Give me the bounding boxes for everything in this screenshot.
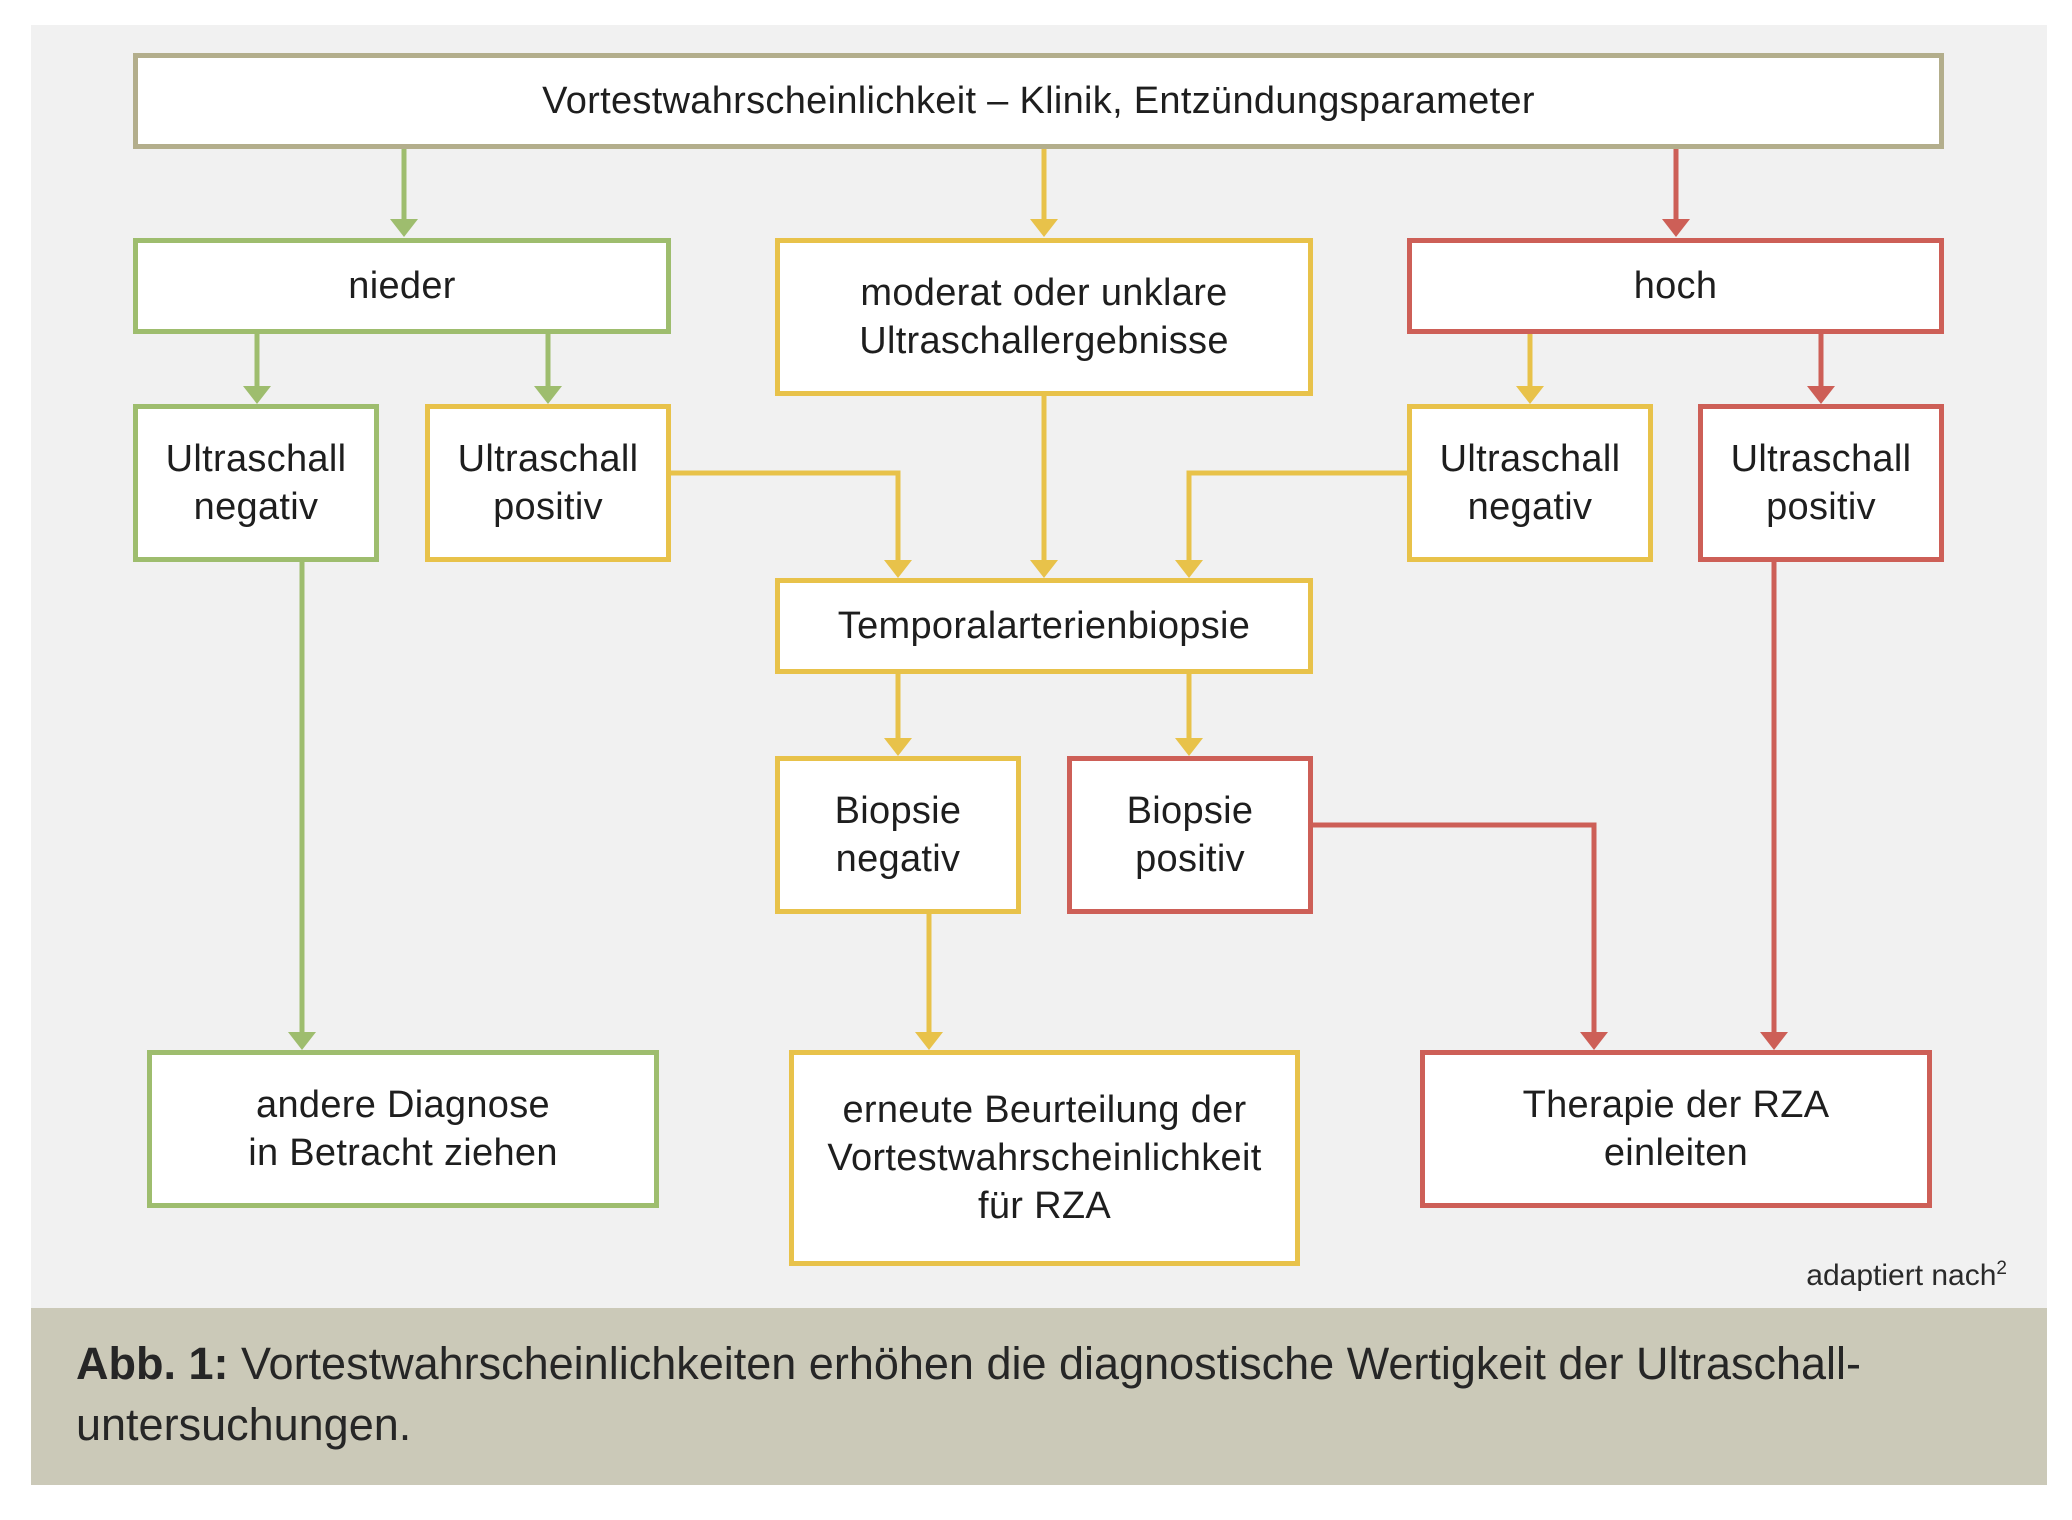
moderate-label-line1: moderat oder unklare [860, 272, 1228, 314]
arrow-usneg-to-biopsy-line [1186, 470, 1407, 566]
reassess-line2: Vortestwahrscheinlichkeit [827, 1137, 1262, 1179]
low-ultrasound-negative-box: Ultraschall negativ [133, 404, 379, 562]
credit-reference: 2 [1996, 1258, 2007, 1279]
low-us-pos-line1: Ultraschall [457, 438, 639, 480]
flowchart-figure: Vortestwahrscheinlichkeit – Klinik, Entz… [31, 25, 2047, 1485]
reassess-line3: für RZA [977, 1185, 1111, 1227]
credit-text: adaptiert nach [1806, 1259, 1997, 1292]
arrow-top-to-low-head [390, 219, 418, 237]
low-ultrasound-positive-box: Ultraschall positiv [425, 404, 671, 562]
rza-therapy-box: Therapie der RZA einleiten [1420, 1050, 1932, 1208]
arrow-top-to-high-head [1662, 219, 1690, 237]
high-us-pos-line1: Ultraschall [1730, 438, 1912, 480]
figure-caption: Abb. 1: Vortestwahrscheinlichkeiten erhö… [76, 1333, 1976, 1455]
arrow-uspos-to-therapy-head [1760, 1032, 1788, 1050]
biopsy-pos-line1: Biopsie [1126, 790, 1254, 832]
low-us-neg-line2: negativ [193, 486, 319, 528]
high-probability-label: hoch [1633, 265, 1718, 307]
arrow-bpos-to-therapy-head [1580, 1032, 1608, 1050]
pretest-probability-box: Vortestwahrscheinlichkeit – Klinik, Entz… [133, 53, 1944, 149]
high-us-neg-line1: Ultraschall [1439, 438, 1621, 480]
high-probability-box: hoch [1407, 238, 1944, 334]
source-credit: adaptiert nach2 [1806, 1258, 2007, 1293]
high-ultrasound-negative-box: Ultraschall negativ [1407, 404, 1653, 562]
reassessment-box: erneute Beurteilung der Vortestwahrschei… [789, 1050, 1300, 1266]
biopsy-negative-box: Biopsie negativ [775, 756, 1021, 914]
arrow-high-to-usneg-head [1516, 386, 1544, 404]
arrow-high-to-uspos-head [1807, 386, 1835, 404]
moderate-probability-box: moderat oder unklare Ultraschallergebnis… [775, 238, 1313, 396]
arrow-biopsy-to-pos-head [1175, 738, 1203, 756]
arrow-uspos-to-biopsy-line [671, 470, 901, 566]
low-us-pos-line2: positiv [493, 486, 603, 528]
connectors [243, 149, 1835, 1050]
arrow-uspos-to-biopsy-head [884, 560, 912, 578]
high-us-pos-line2: positiv [1766, 486, 1876, 528]
arrow-bneg-to-reassess-head [915, 1032, 943, 1050]
temporal-artery-biopsy-box: Temporalarterienbiopsie [775, 578, 1313, 674]
arrow-low-to-usneg-head [243, 386, 271, 404]
other-dx-line1: andere Diagnose [256, 1084, 550, 1126]
arrow-bpos-to-therapy-line [1313, 822, 1597, 1038]
caption-text-line1: Vortestwahrscheinlichkeiten erhöhen die … [241, 1338, 1862, 1389]
biopsy-neg-line1: Biopsie [834, 790, 962, 832]
biopsy-pos-line2: positiv [1135, 838, 1245, 880]
biopsy-positive-box: Biopsie positiv [1067, 756, 1313, 914]
caption-text-line2: untersuchungen. [76, 1399, 412, 1450]
therapy-line2: einleiten [1603, 1132, 1749, 1174]
biopsy-label: Temporalarterienbiopsie [837, 605, 1251, 647]
arrow-low-to-uspos-head [534, 386, 562, 404]
therapy-line1: Therapie der RZA [1522, 1084, 1830, 1126]
arrow-top-to-moderate-head [1030, 219, 1058, 237]
arrow-moderate-to-biopsy-head [1030, 560, 1058, 578]
low-probability-box: nieder [133, 238, 671, 334]
low-probability-label: nieder [348, 265, 456, 307]
biopsy-neg-line2: negativ [835, 838, 961, 880]
high-us-neg-line2: negativ [1467, 486, 1593, 528]
reassess-line1: erneute Beurteilung der [842, 1089, 1247, 1131]
high-ultrasound-positive-box: Ultraschall positiv [1698, 404, 1944, 562]
caption-band [31, 1308, 2047, 1485]
moderate-label-line2: Ultraschallergebnisse [859, 320, 1229, 362]
other-dx-line2: in Betracht ziehen [248, 1132, 558, 1174]
low-us-neg-line1: Ultraschall [165, 438, 347, 480]
other-diagnosis-box: andere Diagnose in Betracht ziehen [147, 1050, 659, 1208]
arrow-usneg-to-otherdx-head [288, 1032, 316, 1050]
pretest-probability-label: Vortestwahrscheinlichkeit – Klinik, Entz… [542, 80, 1535, 122]
caption-label: Abb. 1: [76, 1338, 229, 1389]
arrow-biopsy-to-neg-head [884, 738, 912, 756]
arrow-usneg-to-biopsy-head [1175, 560, 1203, 578]
